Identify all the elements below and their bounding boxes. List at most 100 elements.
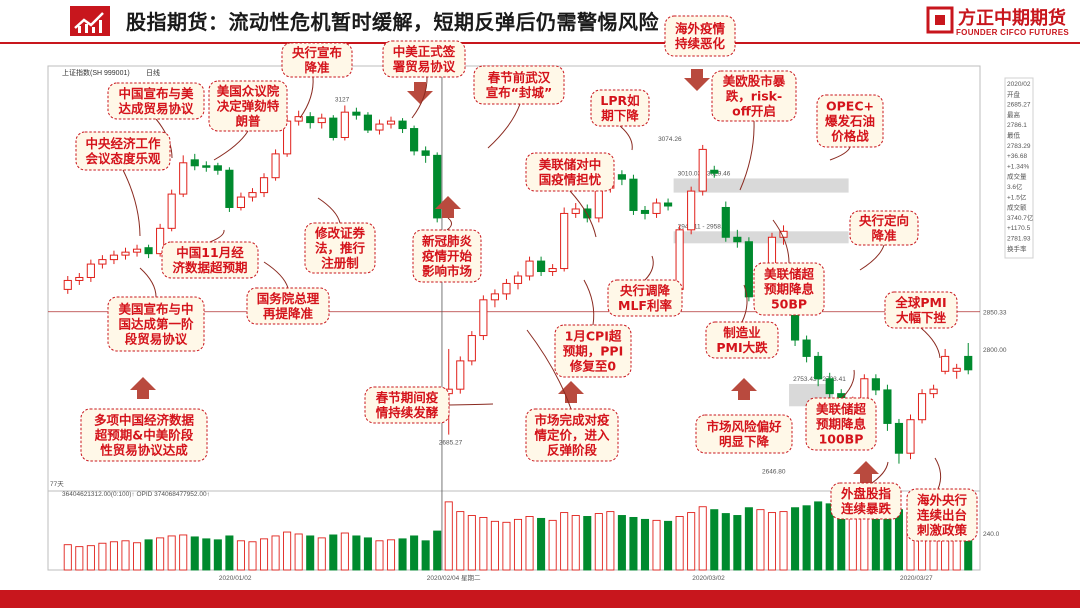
annotation-text: 超预期&中美阶段 xyxy=(94,428,194,443)
annotation-text: 段贸易协议 xyxy=(125,332,188,347)
annotation-text: 外盘股指 xyxy=(840,486,892,501)
brand-icon xyxy=(926,6,954,34)
candle xyxy=(456,356,465,394)
annotation-text: 影响市场 xyxy=(422,264,472,279)
arrow-shape xyxy=(684,69,710,91)
candle-body xyxy=(213,165,222,171)
volume-bar xyxy=(791,507,800,571)
price-label: 2646.80 xyxy=(762,469,786,476)
candle-body xyxy=(75,276,84,281)
candle xyxy=(513,271,523,290)
volume-bar xyxy=(363,537,372,571)
annotation-box xyxy=(304,222,376,274)
annotation-pointer xyxy=(263,261,289,289)
candle xyxy=(375,119,384,135)
info-panel-text: +1.34% xyxy=(1007,163,1029,170)
footer-bar xyxy=(0,590,1080,608)
annotation-text: 价格战 xyxy=(831,129,869,144)
info-panel-text: +36.68 xyxy=(1007,153,1027,160)
info-panel-text: 2781.93 xyxy=(1007,236,1031,243)
candle-body xyxy=(698,148,707,192)
volume-bar xyxy=(248,541,257,571)
candle-body xyxy=(617,174,626,180)
candle-body xyxy=(502,282,511,295)
candle-body xyxy=(894,422,904,454)
x-axis-label: 2020/01/02 xyxy=(219,575,252,582)
candle xyxy=(640,205,650,220)
arrow-shape xyxy=(407,82,433,104)
annotation-text: 朗普 xyxy=(235,114,261,129)
annotation-box xyxy=(525,408,619,462)
candle xyxy=(109,250,119,265)
annotation-box xyxy=(107,82,205,120)
candle xyxy=(236,192,246,211)
annotation-text: 刺激政策 xyxy=(916,523,968,538)
candle xyxy=(352,107,361,120)
candle xyxy=(687,186,696,235)
volume-bar xyxy=(571,515,580,571)
candle xyxy=(398,118,407,134)
annotation-text: PMI大跌 xyxy=(716,340,768,355)
annotation-text: 国达成第一阶 xyxy=(118,317,194,332)
candle-body xyxy=(294,116,303,122)
volume-bar xyxy=(479,516,488,571)
volume-bar xyxy=(63,544,72,571)
candle-body xyxy=(721,206,730,238)
annotation-text: 反弹阶段 xyxy=(547,443,598,458)
annotation-box xyxy=(816,94,884,148)
annotation-pointer xyxy=(213,130,249,161)
price-label: 3074.26 xyxy=(658,136,682,143)
candle-body xyxy=(456,360,465,390)
candle xyxy=(156,223,165,257)
candle xyxy=(894,418,904,464)
candle xyxy=(698,144,707,196)
info-panel-text: 最低 xyxy=(1007,131,1021,140)
candle-body xyxy=(583,208,592,219)
candle-body xyxy=(929,388,938,395)
annotation-pointer xyxy=(448,403,494,406)
candle-body xyxy=(109,254,119,261)
candle xyxy=(271,149,280,181)
down-arrow-icon xyxy=(684,69,710,91)
up-arrow-icon xyxy=(731,378,757,400)
volume-bar xyxy=(283,531,292,571)
annotation-text: 决定弹劾特 xyxy=(217,99,280,114)
volume-bar xyxy=(502,521,511,571)
candle-body xyxy=(814,355,823,380)
chart-logo-icon xyxy=(70,6,110,36)
candle-body xyxy=(513,275,523,284)
volume-bar xyxy=(294,533,303,571)
candle xyxy=(941,348,950,375)
up-arrow-icon xyxy=(558,381,584,403)
price-zone xyxy=(673,231,849,244)
candle xyxy=(190,153,199,171)
annotation-box xyxy=(208,80,288,132)
volume-bar xyxy=(398,538,407,571)
annotation-text: MLF利率 xyxy=(618,298,672,313)
candle xyxy=(490,289,499,308)
annotation-text: 宣布“封城” xyxy=(486,85,552,100)
annotation-text: 春节期间疫 xyxy=(375,390,439,405)
volume-bar xyxy=(767,512,777,571)
candle xyxy=(929,384,938,399)
annotation-pointer xyxy=(317,197,341,224)
candle-body xyxy=(548,268,557,273)
candle-body xyxy=(98,259,107,265)
annotation-text: 预期，PPI xyxy=(563,344,623,359)
volume-bar xyxy=(710,509,719,571)
annotation-box xyxy=(711,70,797,122)
volume-bar xyxy=(583,516,592,571)
info-panel-text: 最高 xyxy=(1007,110,1021,119)
period-label: 日线 xyxy=(146,68,160,77)
candle xyxy=(213,162,222,175)
